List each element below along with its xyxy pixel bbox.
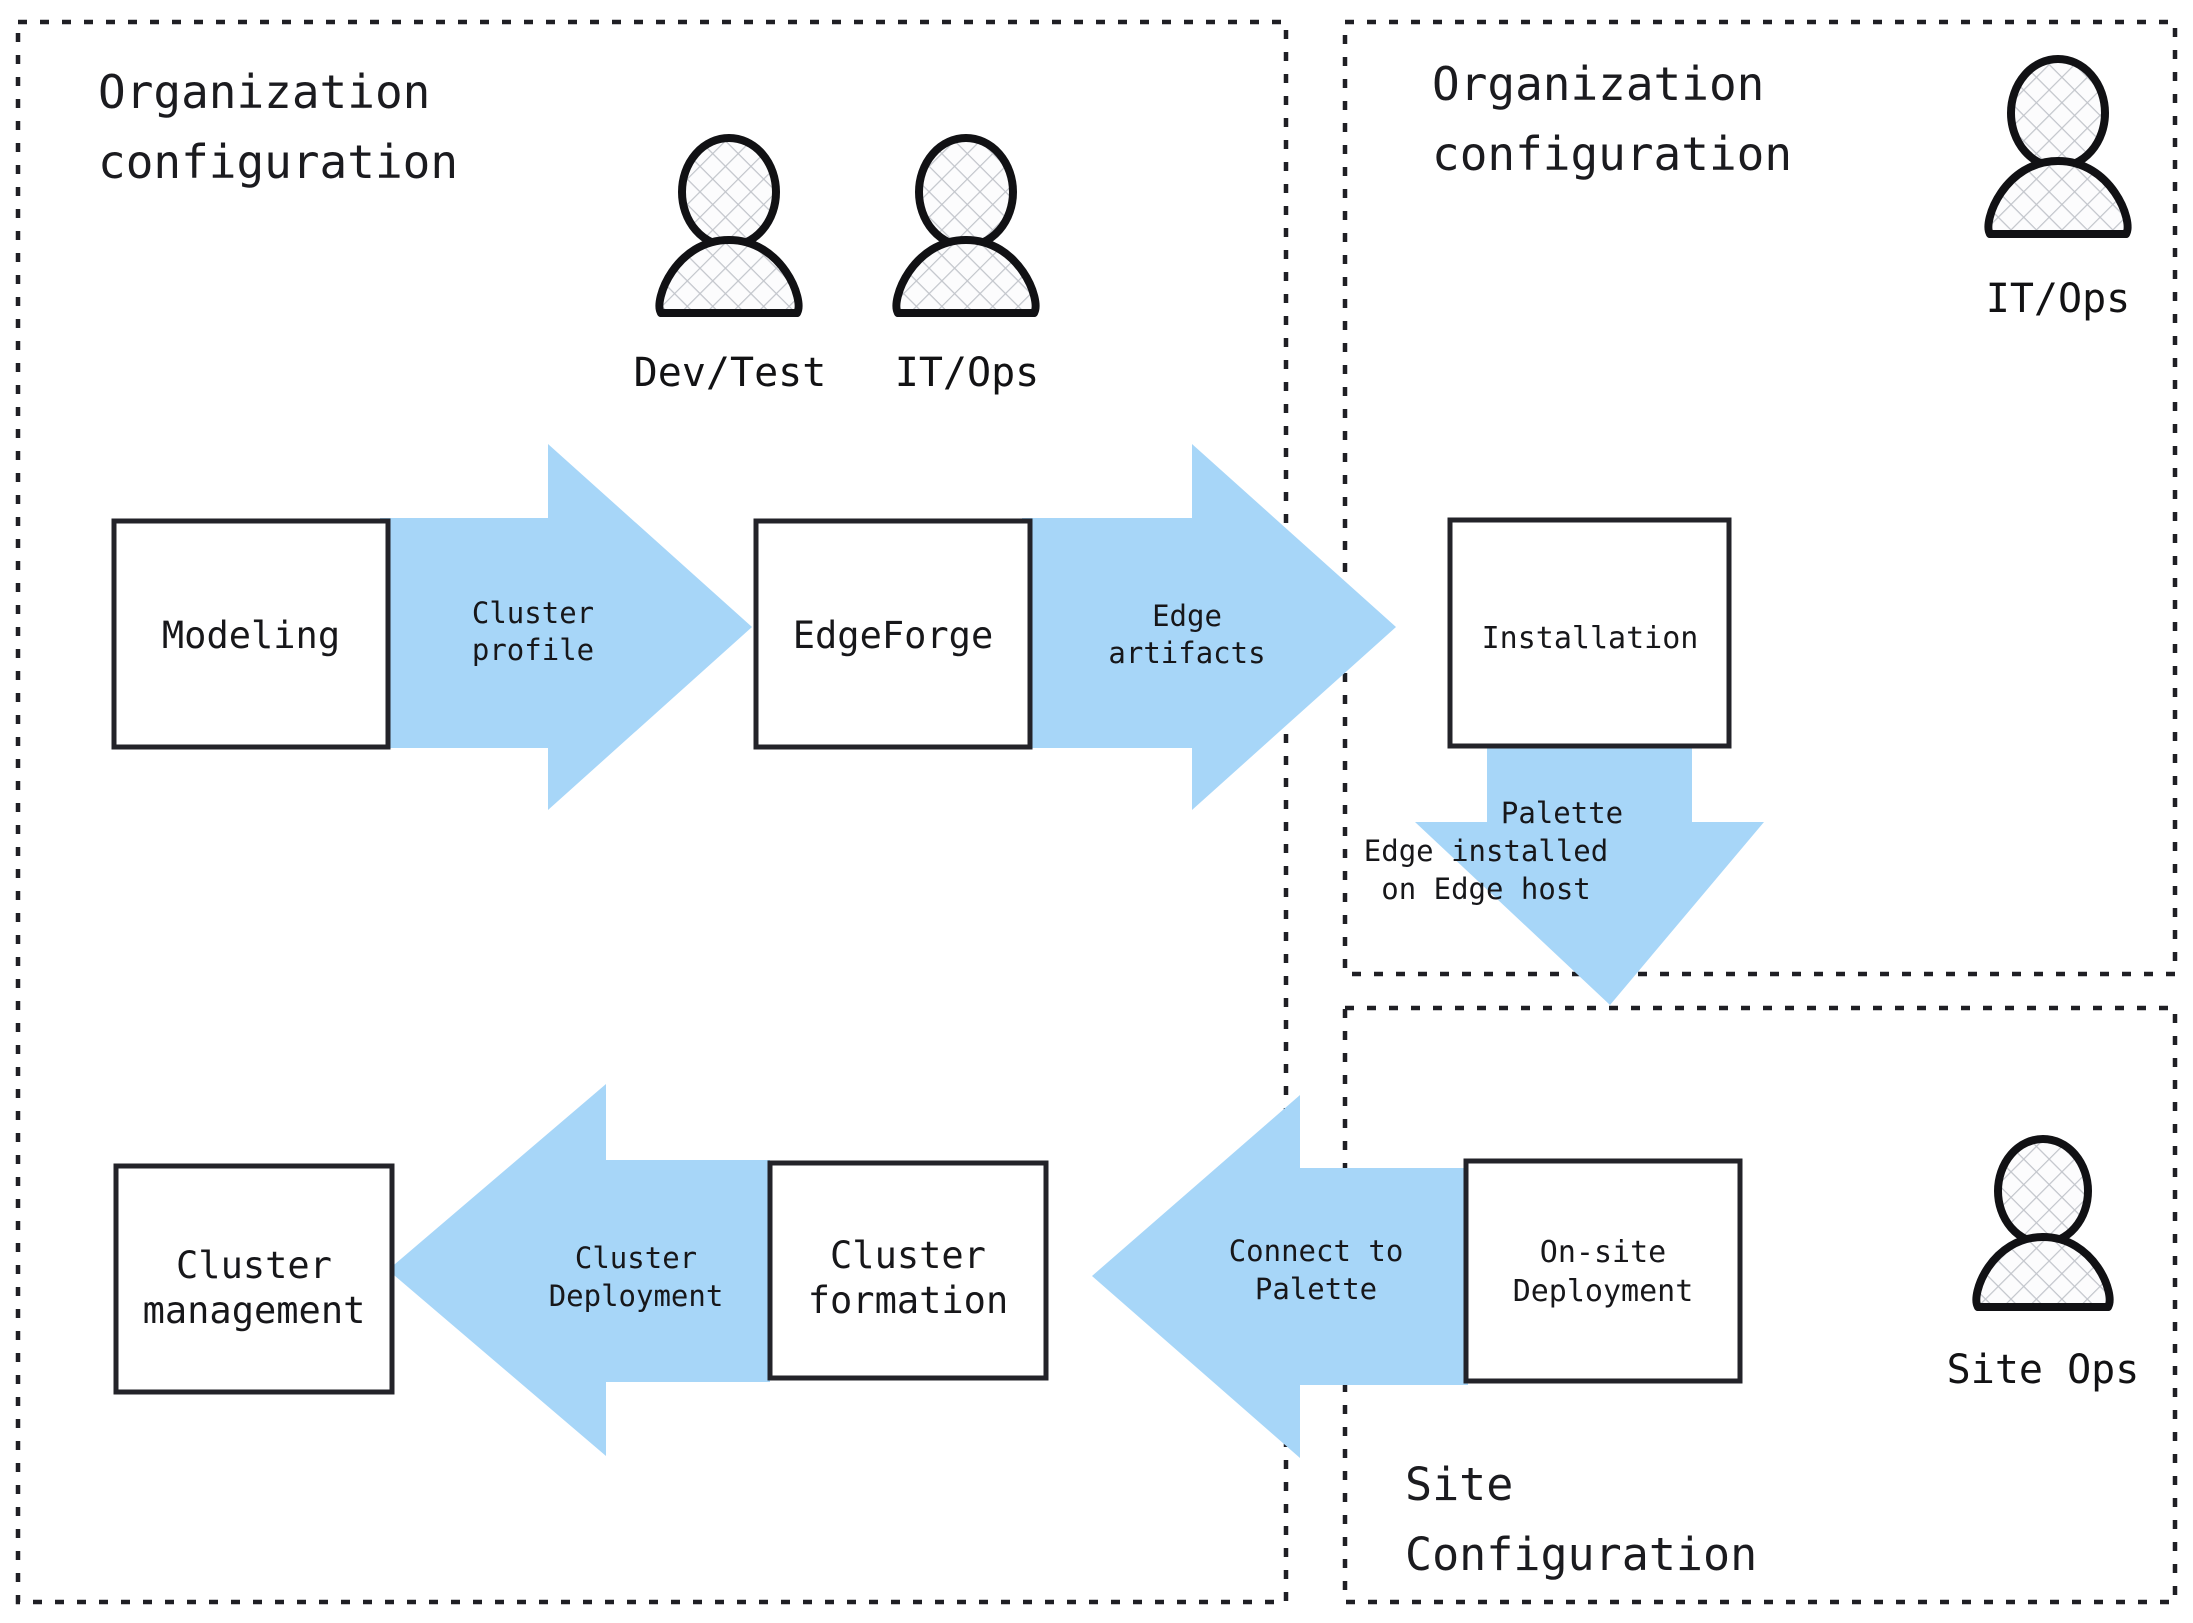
person-icon [892, 134, 1040, 317]
person-body-right-edge [962, 236, 1040, 317]
persona-it-ops-left-label: IT/Ops [895, 350, 1040, 396]
zone-left-organization [15, 19, 1289, 1605]
persona-it-ops-right: IT/Ops [1984, 55, 2132, 322]
person-icon [1984, 55, 2132, 238]
persona-site-ops-label: Site Ops [1947, 1347, 2140, 1393]
arrow-cluster-deployment-shape [388, 1084, 770, 1456]
person-body-left-edge [1984, 157, 2062, 238]
person-body-left-edge [1972, 1233, 2047, 1311]
node-modeling-box [111, 518, 391, 750]
persona-site-ops: Site Ops [1947, 1135, 2140, 1393]
zone-right-organization-title: Organization configuration [1432, 57, 1792, 181]
persona-it-ops-right-label: IT/Ops [1986, 276, 2131, 322]
node-modeling[interactable]: Modeling [111, 518, 391, 750]
node-edgeforge[interactable]: EdgeForge [753, 518, 1033, 750]
person-body-fill [660, 240, 798, 313]
person-body-left-edge [655, 236, 733, 317]
arrow-cluster-profile-label-line2: profile [472, 633, 594, 667]
arrow-edge-artifacts-shape [1022, 444, 1396, 810]
zone-site-configuration-title-line2: Configuration [1405, 1528, 1757, 1581]
node-cluster-management-box [113, 1163, 395, 1395]
node-cluster-formation-label-line1: Cluster [830, 1234, 986, 1277]
zone-site-configuration-title: Site Configuration [1405, 1458, 1757, 1581]
node-installation[interactable]: Installation [1447, 517, 1732, 749]
zone-site-configuration-title-line1: Site [1405, 1458, 1513, 1511]
arrow-cluster-profile-shape [380, 444, 752, 810]
person-body-right-edge [725, 236, 803, 317]
arrow-palette-edge-installed: Palette Edge installed on Edge host [1364, 742, 1764, 1005]
zone-left-organization-border [15, 19, 1289, 1605]
zone-right-organization [1342, 19, 2178, 977]
node-cluster-formation[interactable]: Cluster formation [767, 1160, 1049, 1381]
arrow-palette-edge-installed-label-line3: on Edge host [1381, 872, 1591, 906]
arrow-cluster-deployment: Cluster Deployment [388, 1084, 770, 1456]
node-on-site-deployment-label-line2: Deployment [1513, 1274, 1694, 1309]
persona-dev-test: Dev/Test [634, 134, 827, 396]
node-modeling-label: Modeling [162, 614, 340, 657]
person-icon [655, 134, 803, 317]
node-on-site-deployment[interactable]: On-site Deployment [1463, 1158, 1743, 1384]
zone-left-organization-title: Organization configuration [98, 65, 458, 189]
node-cluster-management-label-line1: Cluster [176, 1244, 332, 1287]
arrow-connect-to-palette-label-line1: Connect to [1229, 1234, 1404, 1268]
arrow-cluster-deployment-label-line2: Deployment [549, 1279, 724, 1313]
arrow-cluster-deployment-label-line1: Cluster [575, 1241, 697, 1275]
arrow-edge-artifacts: Edge artifacts [1022, 444, 1396, 810]
arrow-palette-edge-installed-shape [1415, 742, 1764, 1005]
arrow-connect-to-palette: Connect to Palette [1092, 1095, 1468, 1458]
node-cluster-formation-label-line2: formation [808, 1279, 1008, 1322]
persona-dev-test-label: Dev/Test [634, 350, 827, 396]
node-cluster-formation-box [767, 1160, 1049, 1381]
person-head [915, 134, 1017, 250]
node-edgeforge-box [753, 518, 1033, 750]
person-body-fill [897, 240, 1035, 313]
zone-right-organization-title-line2: configuration [1432, 127, 1792, 181]
person-head [678, 134, 780, 250]
arrow-edge-artifacts-label-line1: Edge [1152, 599, 1222, 633]
arrow-palette-edge-installed-label-line1: Palette [1501, 796, 1623, 830]
arrow-cluster-profile: Cluster profile [380, 444, 752, 810]
person-body-fill [1976, 1237, 2110, 1307]
node-on-site-deployment-box [1463, 1158, 1743, 1384]
person-body-right-edge [2039, 1233, 2114, 1311]
zone-right-organization-border [1342, 19, 2178, 977]
arrow-palette-edge-installed-label-line2: Edge installed [1364, 834, 1608, 868]
arrow-connect-to-palette-label-line2: Palette [1255, 1272, 1377, 1306]
node-installation-label: Installation [1482, 621, 1699, 656]
arrow-cluster-profile-label-line1: Cluster [472, 596, 594, 630]
zone-left-organization-title-line1: Organization [98, 65, 430, 119]
node-cluster-management[interactable]: Cluster management [113, 1163, 395, 1395]
node-cluster-management-label-line2: management [143, 1289, 366, 1332]
zone-left-organization-title-line2: configuration [98, 135, 458, 189]
person-head [2007, 55, 2109, 171]
person-icon [1972, 1135, 2114, 1311]
zone-site-configuration-border [1342, 1005, 2178, 1605]
arrow-edge-artifacts-label-line2: artifacts [1108, 636, 1265, 670]
person-body-left-edge [892, 236, 970, 317]
zone-right-organization-title-line1: Organization [1432, 57, 1764, 111]
node-on-site-deployment-label-line1: On-site [1540, 1235, 1666, 1270]
zone-site-configuration [1342, 1005, 2178, 1605]
node-installation-box [1447, 517, 1732, 749]
node-edgeforge-label: EdgeForge [793, 614, 993, 657]
person-body-fill [1989, 161, 2127, 234]
person-head [1994, 1135, 2092, 1247]
persona-it-ops-left: IT/Ops [892, 134, 1040, 396]
person-body-right-edge [2054, 157, 2132, 238]
arrow-connect-to-palette-shape [1092, 1095, 1468, 1458]
